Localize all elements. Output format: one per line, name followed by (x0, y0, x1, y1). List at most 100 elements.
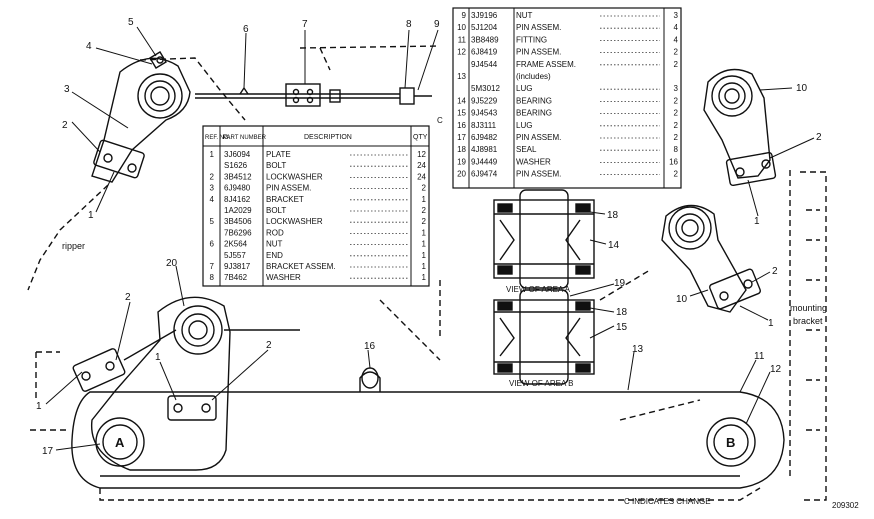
middle-right-link-assembly (661, 204, 761, 313)
callout-1: 1 (768, 318, 774, 329)
parts-row-part-number: 1A2029 (224, 206, 252, 215)
parts-row-part-number: 2K564 (224, 240, 248, 249)
parts-row-qty: 24 (417, 161, 426, 170)
parts-row-qty: 24 (417, 172, 426, 181)
label-point-b: B (726, 435, 735, 450)
leader-lines (45, 26, 815, 451)
frame-outline-upper-left (27, 57, 246, 291)
parts-row-description: FRAME ASSEM. (516, 60, 576, 69)
header-part-number: PART NUMBER (223, 135, 267, 141)
upper-left-link-assembly (91, 51, 191, 183)
parts-row-description: PIN ASSEM. (266, 184, 311, 193)
parts-row-qty: 12 (417, 150, 426, 159)
parts-row-part-number: 6J9482 (471, 133, 498, 142)
parts-row-ref: 5 (210, 217, 215, 226)
parts-row-description: BEARING (516, 109, 552, 118)
parts-row-description: SEAL (516, 145, 537, 154)
callout-2: 2 (816, 132, 822, 143)
callout-19: 19 (614, 278, 626, 289)
parts-row-description: BOLT (266, 161, 286, 170)
callout-1: 1 (36, 401, 42, 412)
callout-20: 20 (166, 258, 178, 269)
drawing-number: 209302 (832, 501, 859, 510)
view-area-a-drawing (493, 189, 595, 289)
parts-row-part-number: 7B462 (224, 273, 248, 282)
label-point-a: A (115, 435, 125, 450)
parts-row-qty: 4 (674, 23, 679, 32)
parts-row-description: LUG (516, 121, 532, 130)
callout-9: 9 (434, 19, 440, 30)
callout-8: 8 (406, 19, 412, 30)
parts-row-qty: 1 (422, 273, 427, 282)
parts-row-part-number: 3B8489 (471, 35, 499, 44)
parts-row-qty: 2 (674, 133, 679, 142)
header-ref: REF. NO. (205, 135, 231, 141)
parts-row-qty: 2 (674, 60, 679, 69)
change-note: C INDICATES CHANGE (624, 497, 711, 506)
callout-16: 16 (364, 341, 376, 352)
callout-13: 13 (632, 344, 644, 355)
callout-3: 3 (64, 84, 70, 95)
parts-row-description: BEARING (516, 96, 552, 105)
parts-row-ref: 8 (210, 273, 215, 282)
parts-row-description: PIN ASSEM. (516, 48, 561, 57)
callout-11: 11 (754, 351, 765, 362)
parts-row-description: LUG (516, 84, 532, 93)
callout-4: 4 (86, 41, 92, 52)
callout-5: 5 (128, 17, 134, 28)
parts-row-ref: 2 (210, 172, 215, 181)
callout-10: 10 (796, 83, 808, 94)
parts-row-qty: 2 (674, 170, 679, 179)
parts-row-part-number: S1626 (224, 161, 248, 170)
parts-row-description: NUT (516, 11, 533, 20)
parts-row-part-number: 3B4506 (224, 217, 252, 226)
parts-row-qty: 1 (422, 262, 427, 271)
label-bracket: bracket (793, 316, 823, 326)
label-view-area-b: VIEW OF AREA B (509, 379, 573, 388)
parts-row-part-number: 9J4449 (471, 157, 498, 166)
callouts: 5 4 6 7 8 9 3 2 1 10 2 1 2 10 1 18 14 19… (36, 17, 822, 457)
parts-row-part-number: 3B4512 (224, 172, 252, 181)
mounting-bracket-outline (789, 170, 827, 501)
parts-row-description: BRACKET ASSEM. (266, 262, 336, 271)
parts-row-part-number: 4J8981 (471, 145, 498, 154)
parts-row-qty: 1 (422, 195, 427, 204)
callout-2: 2 (772, 266, 778, 277)
parts-row-ref: 4 (210, 195, 215, 204)
parts-row-part-number: 9J3817 (224, 262, 251, 271)
parts-row-qty: 8 (674, 145, 679, 154)
callout-12: 12 (770, 364, 782, 375)
parts-row-ref: 16 (457, 121, 466, 130)
parts-row-description: NUT (266, 240, 283, 249)
parts-row-ref: 1 (210, 150, 215, 159)
label-view-area-a: VIEW OF AREA A (506, 285, 571, 294)
callout-2: 2 (62, 120, 68, 131)
parts-row-ref: 20 (457, 170, 466, 179)
parts-row-description: WASHER (266, 273, 301, 282)
parts-row-qty: 2 (674, 96, 679, 105)
parts-row-qty: 1 (422, 240, 427, 249)
callout-18: 18 (607, 210, 619, 221)
parts-row-description: ROD (266, 228, 284, 237)
frame-outline-lower-left (30, 351, 761, 501)
parts-row-qty: 2 (422, 184, 427, 193)
parts-row-description: BOLT (266, 206, 286, 215)
lower-left-link-assembly (72, 296, 300, 471)
parts-row-qty: 2 (422, 206, 427, 215)
diagram-labels: ripper mounting bracket VIEW OF AREA A V… (62, 116, 859, 510)
header-description: DESCRIPTION (304, 134, 352, 141)
callout-2: 2 (266, 340, 272, 351)
parts-row-description: FITTING (516, 35, 547, 44)
parts-row-ref: 19 (457, 157, 466, 166)
parts-row-description: PIN ASSEM. (516, 23, 561, 32)
parts-row-ref: 14 (457, 96, 466, 105)
parts-row-part-number: 6J9480 (224, 184, 251, 193)
parts-row-ref: 18 (457, 145, 466, 154)
callout-1: 1 (155, 352, 161, 363)
parts-row-qty: 2 (674, 121, 679, 130)
parts-row-part-number: 5J557 (224, 251, 246, 260)
parts-row-qty: 1 (422, 228, 427, 237)
parts-row-qty: 3 (674, 11, 679, 20)
parts-row-part-number: 9J5229 (471, 96, 498, 105)
callout-15: 15 (616, 322, 628, 333)
